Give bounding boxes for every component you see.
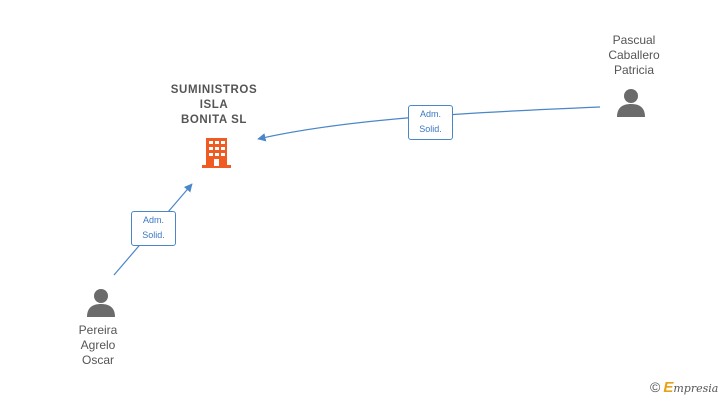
relation-label-pereira[interactable]: Adm. Solid. — [131, 211, 176, 246]
empresia-logo-initial: E — [663, 379, 674, 396]
person-name-pereira[interactable]: Pereira Agrelo Oscar — [48, 323, 148, 368]
relation-label-line: Solid. — [419, 124, 442, 134]
company-name-line: BONITA SL — [180, 114, 248, 126]
person-icon[interactable] — [616, 88, 646, 118]
person-icon[interactable] — [86, 288, 116, 318]
person-name-line: Pascual — [612, 33, 656, 47]
person-name-line: Agrelo — [80, 338, 116, 352]
person-name-line: Pereira — [78, 323, 118, 337]
relation-label-line: Adm. — [142, 215, 164, 225]
company-name-line: SUMINISTROS — [170, 84, 258, 96]
person-name-line: Caballero — [608, 48, 660, 62]
copyright-symbol: © — [650, 379, 661, 395]
person-name-pascual[interactable]: Pascual Caballero Patricia — [584, 33, 684, 78]
person-name-line: Patricia — [613, 63, 654, 77]
relation-label-line: Solid. — [142, 230, 165, 240]
relation-label-line: Adm. — [419, 109, 441, 119]
building-icon[interactable] — [200, 136, 233, 170]
company-name[interactable]: SUMINISTROS ISLA BONITA SL — [154, 83, 274, 128]
relation-label-pascual[interactable]: Adm. Solid. — [408, 105, 453, 140]
person-name-line: Oscar — [81, 353, 114, 367]
company-name-line: ISLA — [199, 99, 229, 111]
empresia-logo-text: mpresia — [673, 382, 719, 395]
empresia-watermark: ©Empresia — [650, 379, 718, 396]
